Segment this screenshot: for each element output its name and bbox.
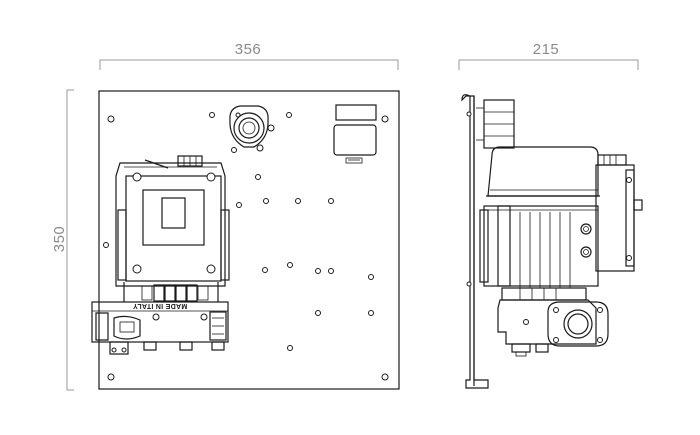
mounting-plate xyxy=(98,90,400,390)
side-motor-body xyxy=(479,205,599,288)
side-pump-head xyxy=(497,287,609,357)
side-junction-box xyxy=(595,154,643,272)
bracket xyxy=(461,94,489,389)
side-view xyxy=(461,94,643,389)
label-plate xyxy=(333,104,377,164)
dimension-front-width: 356 xyxy=(99,41,399,70)
motor-fins xyxy=(123,282,219,302)
plate-holes xyxy=(103,112,389,381)
pump-body: MADE IN ITALY xyxy=(91,301,229,355)
front-width-label: 356 xyxy=(235,41,262,58)
made-in-label: MADE IN ITALY xyxy=(133,302,187,309)
dimension-front-height: 350 xyxy=(51,89,74,391)
motor-housing xyxy=(115,155,230,287)
side-width-label: 215 xyxy=(533,41,560,58)
side-motor-top xyxy=(486,146,600,197)
front-height-label: 350 xyxy=(51,226,68,253)
flange-coupling xyxy=(229,105,275,152)
front-view: MADE IN ITALY xyxy=(91,90,400,390)
side-coupling xyxy=(476,99,515,149)
dimension-side-width: 215 xyxy=(458,41,639,70)
